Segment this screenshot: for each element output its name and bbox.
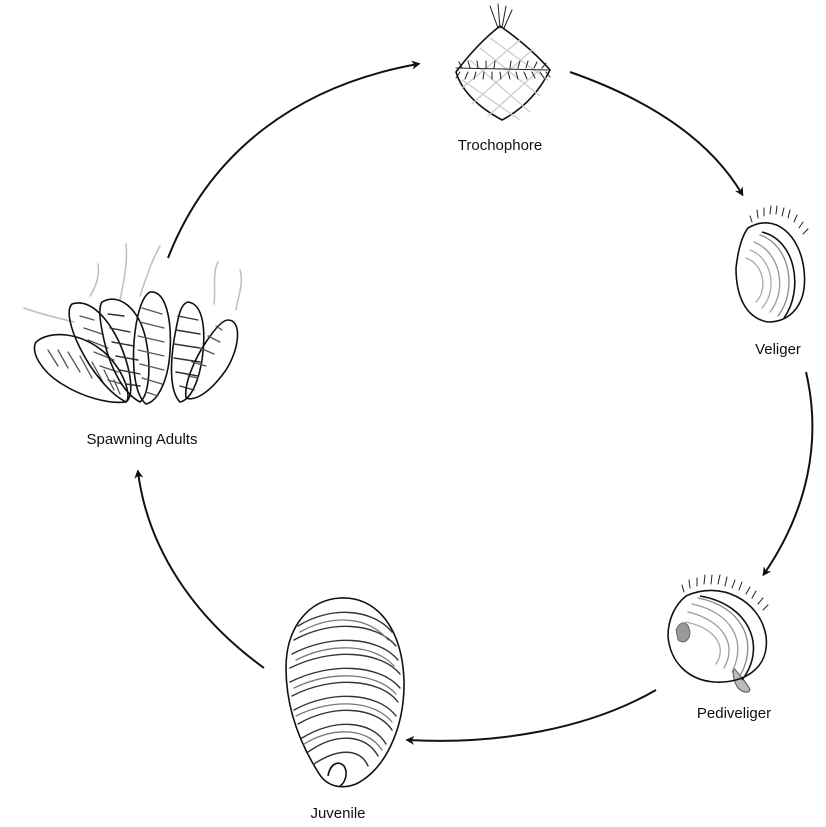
- cycle-arrows: [138, 64, 812, 741]
- arrow-pediveliger-to-juvenile: [408, 690, 656, 741]
- trochophore-illustration: [456, 4, 550, 120]
- veliger-illustration: [736, 206, 808, 322]
- trochophore-label: Trochophore: [458, 137, 543, 154]
- arrow-juvenile-to-adults: [138, 472, 264, 668]
- spawning-adults-illustration: [24, 244, 241, 404]
- arrow-trochophore-to-veliger: [570, 72, 742, 194]
- arrow-veliger-to-pediveliger: [764, 372, 812, 574]
- pediveliger-label: Pediveliger: [697, 705, 771, 722]
- pediveliger-illustration: [668, 575, 768, 692]
- spawning-adults-label: Spawning Adults: [87, 431, 198, 448]
- juvenile-label: Juvenile: [310, 805, 365, 822]
- juvenile-illustration: [286, 598, 404, 787]
- arrow-adults-to-trochophore: [168, 64, 418, 258]
- veliger-label: Veliger: [755, 341, 801, 358]
